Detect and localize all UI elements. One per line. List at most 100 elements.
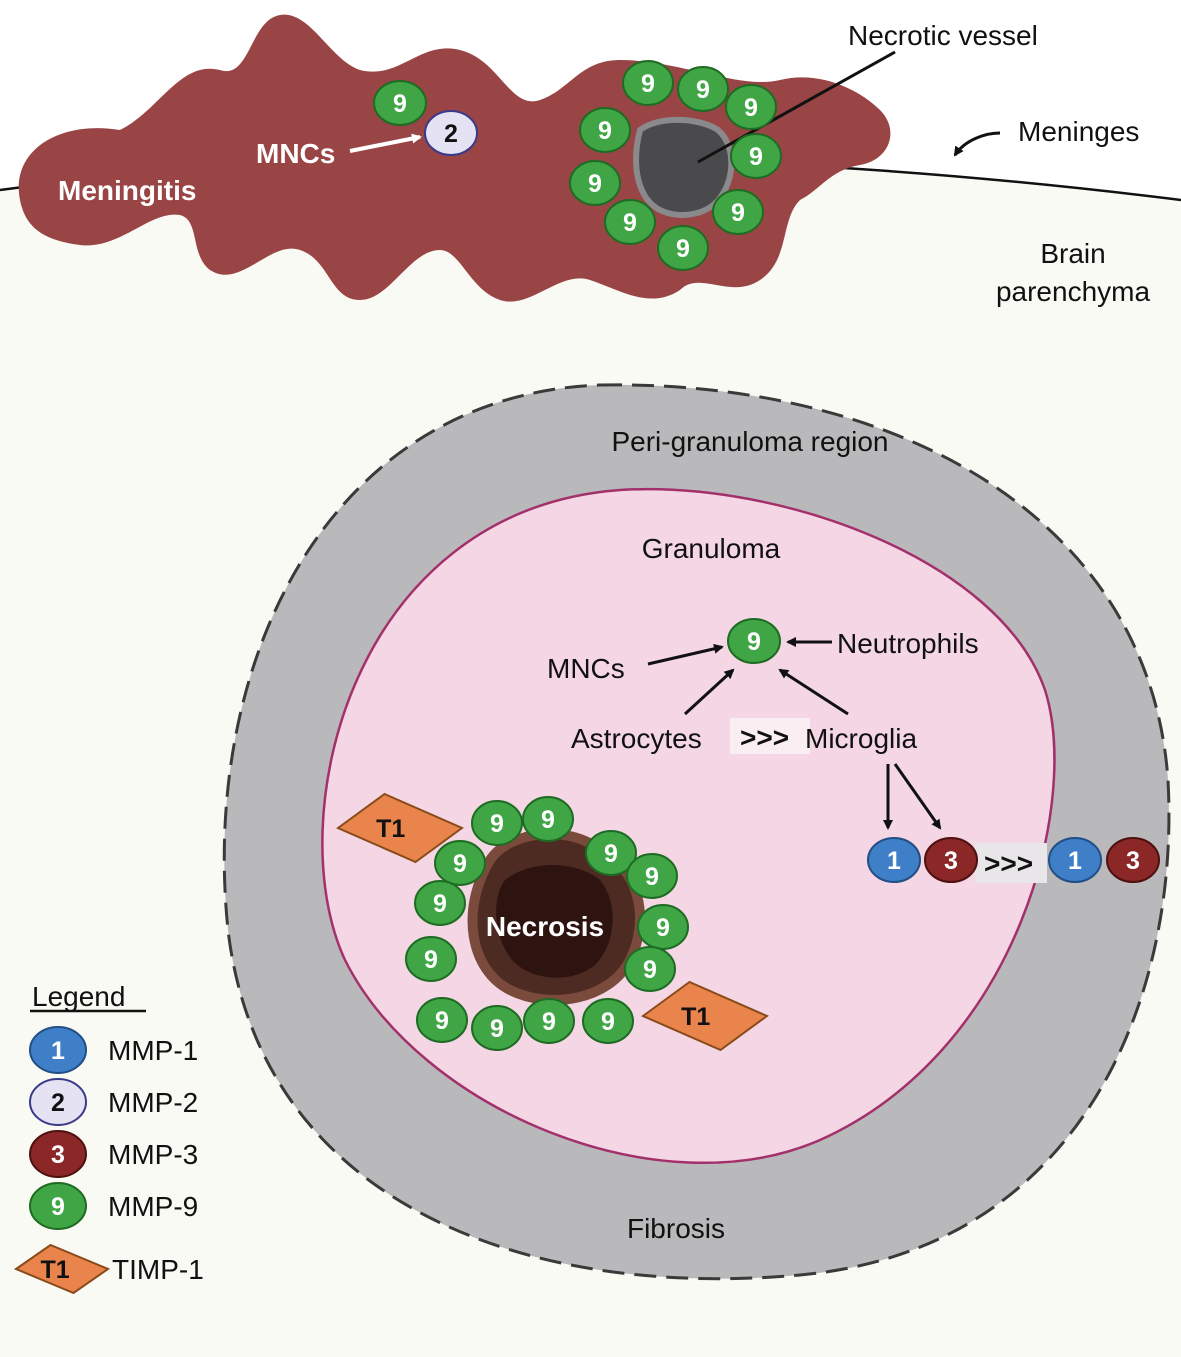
legend-swatch-timp-1-label: T1 xyxy=(41,1256,70,1284)
mmp9-marker-number: 9 xyxy=(490,1015,504,1043)
mmp9-marker-number: 9 xyxy=(433,890,447,918)
mmp9-marker-number: 9 xyxy=(453,850,467,878)
necrotic-vessel-label: Necrotic vessel xyxy=(848,20,1038,51)
mmp9-marker: 9 xyxy=(569,160,621,206)
mncs-to-mmp2-arrow xyxy=(349,133,422,153)
mmp1-marker: 1 xyxy=(1048,837,1102,883)
mmp9-marker-shape xyxy=(471,1005,523,1051)
mncs-top-label: MNCs xyxy=(256,138,335,169)
meninges-label: Meninges xyxy=(1018,116,1139,147)
mmp9-marker: 9 xyxy=(416,997,468,1043)
mmp3-marker-shape xyxy=(1106,837,1160,883)
mmp9-marker: 9 xyxy=(414,880,466,926)
mmp9-marker-number: 9 xyxy=(435,1007,449,1035)
mmp3-marker: 3 xyxy=(1106,837,1160,883)
mmp9-marker-shape xyxy=(677,66,729,112)
mmp9-marker-shape xyxy=(624,946,676,992)
legend-swatch-mmp-1-shape xyxy=(29,1026,87,1074)
legend-swatch-mmp-2-shape xyxy=(29,1078,87,1126)
mmp9-marker: 9 xyxy=(604,199,656,245)
mmp9-marker: 9 xyxy=(471,800,523,846)
mmp9-marker: 9 xyxy=(730,133,782,179)
legend-swatch-timp-1-shape xyxy=(13,1243,111,1295)
mmp9-marker-number: 9 xyxy=(604,840,618,868)
legend-item: 3 MMP-3 xyxy=(29,1130,198,1178)
mncs-to-mmp9-arrow xyxy=(647,643,724,666)
mmp1-marker-number: 1 xyxy=(1068,847,1082,875)
neutrophils-label: Neutrophils xyxy=(837,628,979,659)
mmp2-marker: 2 xyxy=(424,110,478,156)
mmp9-marker-shape xyxy=(725,84,777,130)
mmp9-marker-shape xyxy=(373,80,427,126)
meninges-arrow xyxy=(953,131,1001,157)
mmp9-marker-number: 9 xyxy=(749,143,763,171)
legend-swatch-mmp-9-number: 9 xyxy=(51,1193,65,1221)
legend-label: MMP-2 xyxy=(108,1087,198,1118)
legend-swatch-mmp-3-shape xyxy=(29,1130,87,1178)
mmp9-marker-shape xyxy=(712,189,764,235)
comparison-box-mmps xyxy=(975,843,1047,883)
mmp9-marker: 9 xyxy=(725,84,777,130)
mmp9-marker-shape xyxy=(626,853,678,899)
legend-swatch-mmp-1-number: 1 xyxy=(51,1037,65,1065)
mmp9-marker-shape xyxy=(434,840,486,886)
mmp2-marker-shape xyxy=(424,110,478,156)
mmp2-marker-number: 2 xyxy=(444,120,458,148)
mmp9-marker-number: 9 xyxy=(676,235,690,263)
mmp9-marker: 9 xyxy=(637,904,689,950)
mmp9-marker-number: 9 xyxy=(490,810,504,838)
mmp1-marker: 1 xyxy=(867,837,921,883)
timp1-marker-label: T1 xyxy=(376,815,405,843)
mmp9-marker-shape xyxy=(730,133,782,179)
mmp9-marker: 9 xyxy=(624,946,676,992)
mmp9-marker-number: 9 xyxy=(542,1008,556,1036)
mmp9-marker: 9 xyxy=(677,66,729,112)
mmp9-marker: 9 xyxy=(523,998,575,1044)
timp1-marker-shape xyxy=(336,792,464,864)
mmp9-marker-shape xyxy=(523,998,575,1044)
mmp9-marker: 9 xyxy=(727,618,781,664)
necrosis-label: Necrosis xyxy=(486,911,604,942)
timp1-marker: T1 xyxy=(336,792,464,864)
mmp9-marker-shape xyxy=(471,800,523,846)
meningitis-label: Meningitis xyxy=(58,175,196,206)
brain-parenchyma-label-line1: Brain xyxy=(1040,238,1105,269)
legend-swatch-timp-1: T1 xyxy=(13,1243,111,1295)
comparison-box-cells xyxy=(730,718,810,754)
microglia-label: Microglia xyxy=(805,723,917,754)
mmp9-marker: 9 xyxy=(471,1005,523,1051)
legend-swatch-mmp-1: 1 xyxy=(29,1026,87,1074)
legend-item: 1 MMP-1 xyxy=(29,1026,198,1074)
timp1-marker-label: T1 xyxy=(681,1003,710,1031)
mmp9-marker: 9 xyxy=(373,80,427,126)
mmp9-marker-shape xyxy=(416,997,468,1043)
mmp9-marker-number: 9 xyxy=(645,863,659,891)
legend-label: MMP-3 xyxy=(108,1139,198,1170)
legend-swatch-mmp-2: 2 xyxy=(29,1078,87,1126)
legend-swatch-mmp-2-number: 2 xyxy=(51,1089,65,1117)
legend-swatch-mmp-9-shape xyxy=(29,1182,87,1230)
mmp9-marker: 9 xyxy=(585,830,637,876)
mmp9-marker-shape xyxy=(622,60,674,106)
legend-swatch-mmp-3-number: 3 xyxy=(51,1141,65,1169)
astrocytes-to-mmp9-arrow xyxy=(683,668,735,716)
mmp9-marker-shape xyxy=(414,880,466,926)
mmp3-marker: 3 xyxy=(924,837,978,883)
mmp9-marker: 9 xyxy=(434,840,486,886)
mmp9-marker-shape xyxy=(569,160,621,206)
microglia-to-mmp3-arrow xyxy=(893,763,942,830)
mmp9-marker-number: 9 xyxy=(744,94,758,122)
mncs-center-label: MNCs xyxy=(547,653,625,684)
microglia-to-mmp9-arrow xyxy=(778,668,849,716)
legend-label: MMP-1 xyxy=(108,1035,198,1066)
mmp9-marker: 9 xyxy=(626,853,678,899)
mmp9-marker: 9 xyxy=(582,998,634,1044)
peri-granuloma-label: Peri-granuloma region xyxy=(611,426,888,457)
legend-item: 2 MMP-2 xyxy=(29,1078,198,1126)
timp1-marker-shape xyxy=(641,980,769,1052)
comparison-sign-mmps: >>> xyxy=(984,848,1033,879)
mmp9-marker-shape xyxy=(637,904,689,950)
granuloma-label: Granuloma xyxy=(642,533,781,564)
